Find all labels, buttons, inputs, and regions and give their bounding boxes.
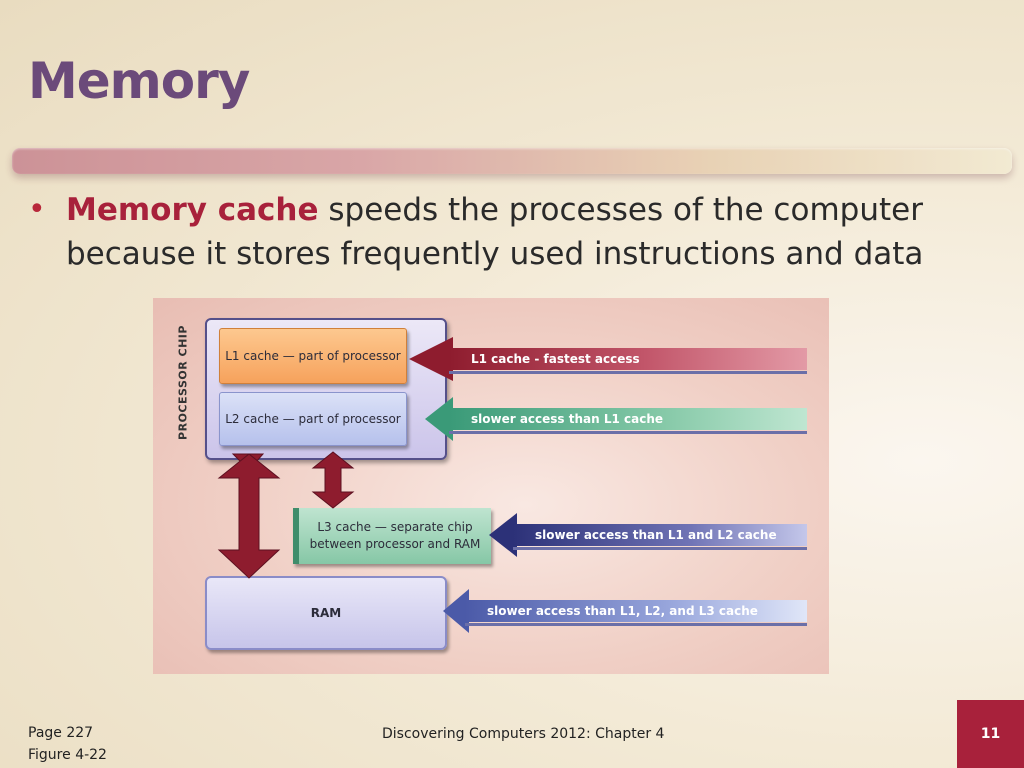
- l3-access-bar: slower access than L1 and L2 cache: [513, 524, 807, 550]
- ram-box: RAM: [205, 576, 447, 650]
- bullet-dot-icon: •: [28, 192, 46, 227]
- footer-page: Page 227: [28, 725, 94, 741]
- l3-arrow-icon: [489, 513, 517, 557]
- l1-arrow-icon: [409, 337, 453, 381]
- l3-cache-box: L3 cache — separate chip between process…: [293, 508, 491, 564]
- l2-cache-box: L2 cache — part of processor: [219, 392, 407, 446]
- l2-access-bar: slower access than L1 cache: [449, 408, 807, 434]
- ram-arrow-icon: [443, 589, 469, 633]
- l1-cache-box: L1 cache — part of processor: [219, 328, 407, 384]
- bullet-highlight: Memory cache: [66, 192, 319, 228]
- l2-arrow-icon: [425, 397, 453, 441]
- chip-ram-double-arrow-icon: [217, 453, 281, 579]
- ram-access-bar: slower access than L1, L2, and L3 cache: [465, 600, 807, 626]
- footer-reference: Page 227 Figure 4-22: [28, 722, 107, 766]
- chip-l3-double-arrow-icon: [311, 451, 355, 509]
- connector-arrows: [217, 451, 355, 579]
- slide-title: Memory: [28, 52, 250, 110]
- slide-number: 11: [957, 700, 1024, 768]
- bullet-text: Memory cache speeds the processes of the…: [66, 188, 986, 276]
- l1-access-bar: L1 cache - fastest access: [449, 348, 807, 374]
- footer-figure: Figure 4-22: [28, 747, 107, 763]
- bullet-body: speeds the processes of the computer bec…: [66, 192, 924, 272]
- memory-cache-figure: PROCESSOR CHIP L1 cache — part of proces…: [153, 298, 829, 674]
- title-divider: [12, 148, 1012, 174]
- footer-chapter: Discovering Computers 2012: Chapter 4: [382, 726, 665, 742]
